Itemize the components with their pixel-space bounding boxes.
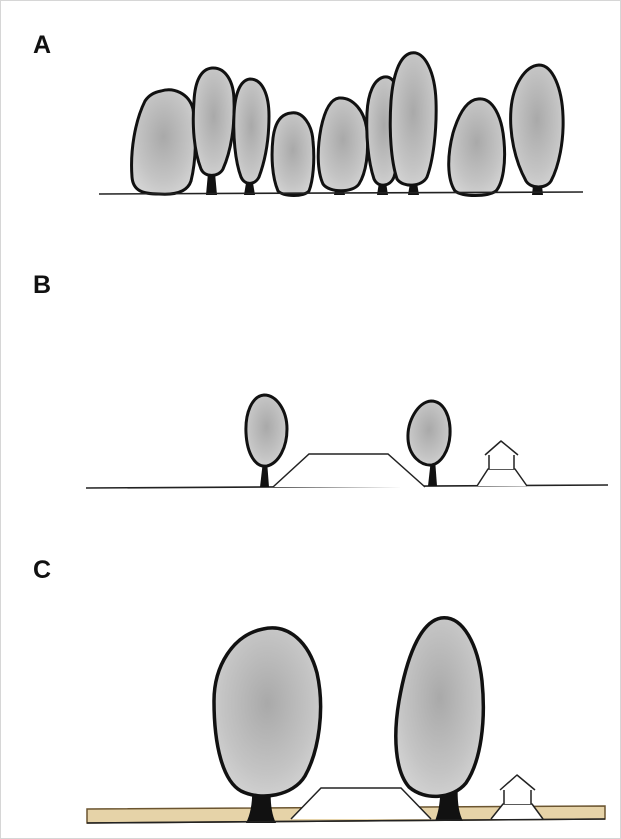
tree-canopy [511, 65, 564, 187]
panel-c-scene [87, 618, 605, 823]
tree-canopy [396, 618, 484, 797]
tree-canopy [193, 68, 234, 175]
panel-b-house-icon [477, 441, 527, 486]
tree-canopy [449, 99, 505, 196]
panel-c-canopies [214, 618, 483, 797]
panel-b-dike [273, 454, 425, 487]
tree-canopy [132, 90, 196, 194]
tree-canopy [246, 395, 287, 466]
panel-a-scene [99, 53, 583, 196]
panel-b-scene [86, 395, 608, 488]
tree-canopy [408, 401, 450, 465]
tree-canopy [318, 98, 367, 191]
panel-c-house-icon [491, 775, 543, 819]
tree-canopy [234, 79, 269, 183]
tree-canopy [272, 113, 314, 196]
tree-canopy [214, 628, 321, 796]
panel-c-dike [291, 788, 431, 819]
tree-canopy [390, 53, 436, 185]
panel-a-canopies [132, 53, 564, 196]
